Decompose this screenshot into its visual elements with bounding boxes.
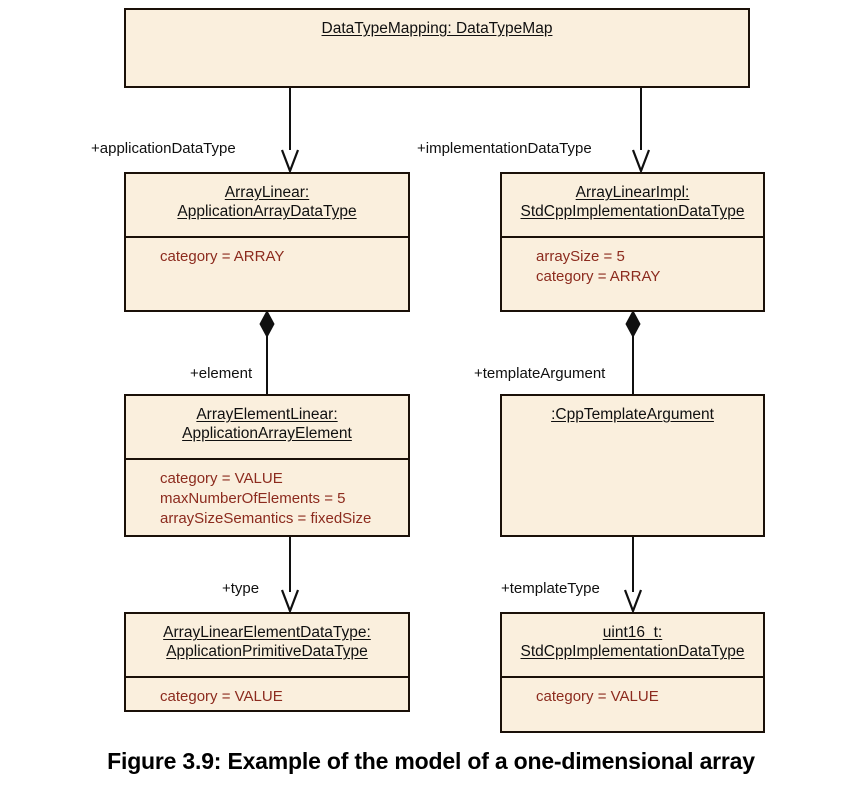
object-title-array-linear-impl: ArrayLinearImpl: StdCppImplementationDat… xyxy=(502,174,763,236)
edge-label-implementation-data-type: +implementationDataType xyxy=(417,140,592,157)
object-title-array-linear: ArrayLinear: ApplicationArrayDataType xyxy=(126,174,408,236)
object-attribute: arraySize = 5 xyxy=(536,248,625,265)
connector-line-application-data-type xyxy=(289,88,291,150)
figure-caption: Figure 3.9: Example of the model of a on… xyxy=(107,748,755,774)
object-title-line1: uint16_t: xyxy=(602,624,663,641)
edge-label-application-data-type: +applicationDataType xyxy=(91,140,236,157)
object-title-line2: ApplicationPrimitiveDataType xyxy=(166,643,368,660)
object-box-array-linear-impl[interactable]: ArrayLinearImpl: StdCppImplementationDat… xyxy=(500,172,765,312)
connector-line-template-type xyxy=(632,537,634,592)
object-title-cpp-template-argument: :CppTemplateArgument xyxy=(502,396,763,431)
object-attributes-array-element-linear: category = VALUE maxNumberOfElements = 5… xyxy=(126,458,408,535)
object-title-line2: StdCppImplementationDataType xyxy=(520,203,745,220)
object-box-uint16-t[interactable]: uint16_t: StdCppImplementationDataType c… xyxy=(500,612,765,733)
object-box-array-linear-element-data-type[interactable]: ArrayLinearElementDataType: ApplicationP… xyxy=(124,612,410,712)
object-title-data-type-mapping: DataTypeMapping: DataTypeMap xyxy=(126,10,748,45)
object-attribute: arraySizeSemantics = fixedSize xyxy=(160,510,372,527)
object-attributes-array-linear: category = ARRAY xyxy=(126,236,408,273)
object-box-array-linear[interactable]: ArrayLinear: ApplicationArrayDataType ca… xyxy=(124,172,410,312)
object-attribute: maxNumberOfElements = 5 xyxy=(160,490,346,507)
object-attributes-array-linear-element-data-type: category = VALUE xyxy=(126,676,408,713)
object-attribute: category = VALUE xyxy=(536,688,659,705)
open-arrow-icon-template-type xyxy=(623,589,643,614)
object-title-line1: DataTypeMapping: DataTypeMap xyxy=(321,20,553,37)
object-title-line1: ArrayElementLinear: xyxy=(196,406,338,423)
connector-line-implementation-data-type xyxy=(640,88,642,150)
object-title-line2: StdCppImplementationDataType xyxy=(520,643,745,660)
object-title-array-linear-element-data-type: ArrayLinearElementDataType: ApplicationP… xyxy=(126,614,408,676)
object-attribute: category = VALUE xyxy=(160,470,283,487)
open-arrow-icon-implementation-data-type xyxy=(631,149,651,174)
object-title-line2: ApplicationArrayElement xyxy=(182,425,352,442)
open-arrow-icon-application-data-type xyxy=(280,149,300,174)
connector-line-element xyxy=(266,312,268,396)
object-box-data-type-mapping[interactable]: DataTypeMapping: DataTypeMap xyxy=(124,8,750,88)
object-attributes-uint16-t: category = VALUE xyxy=(502,676,763,713)
object-title-line1: ArrayLinear: xyxy=(224,184,310,201)
object-box-array-element-linear[interactable]: ArrayElementLinear: ApplicationArrayElem… xyxy=(124,394,410,537)
object-attribute: category = ARRAY xyxy=(160,248,285,265)
edge-label-template-argument: +templateArgument xyxy=(474,365,606,382)
object-attribute: category = VALUE xyxy=(160,688,283,705)
object-title-array-element-linear: ArrayElementLinear: ApplicationArrayElem… xyxy=(126,396,408,458)
filled-diamond-icon-template-argument xyxy=(625,311,641,337)
filled-diamond-icon-element xyxy=(259,311,275,337)
edge-label-template-type: +templateType xyxy=(501,580,600,597)
object-title-uint16-t: uint16_t: StdCppImplementationDataType xyxy=(502,614,763,676)
object-title-line1: ArrayLinearElementDataType: xyxy=(163,624,371,641)
object-attribute: category = ARRAY xyxy=(536,268,661,285)
object-title-line2: ApplicationArrayDataType xyxy=(177,203,357,220)
object-box-cpp-template-argument[interactable]: :CppTemplateArgument xyxy=(500,394,765,537)
object-title-line1: :CppTemplateArgument xyxy=(551,406,714,423)
edge-label-type: +type xyxy=(222,580,260,597)
connector-line-type xyxy=(289,537,291,592)
connector-line-template-argument xyxy=(632,312,634,396)
object-attributes-array-linear-impl: arraySize = 5 category = ARRAY xyxy=(502,236,763,293)
object-title-line1: ArrayLinearImpl: xyxy=(575,184,690,201)
open-arrow-icon-type xyxy=(280,589,300,614)
edge-label-element: +element xyxy=(190,365,253,382)
